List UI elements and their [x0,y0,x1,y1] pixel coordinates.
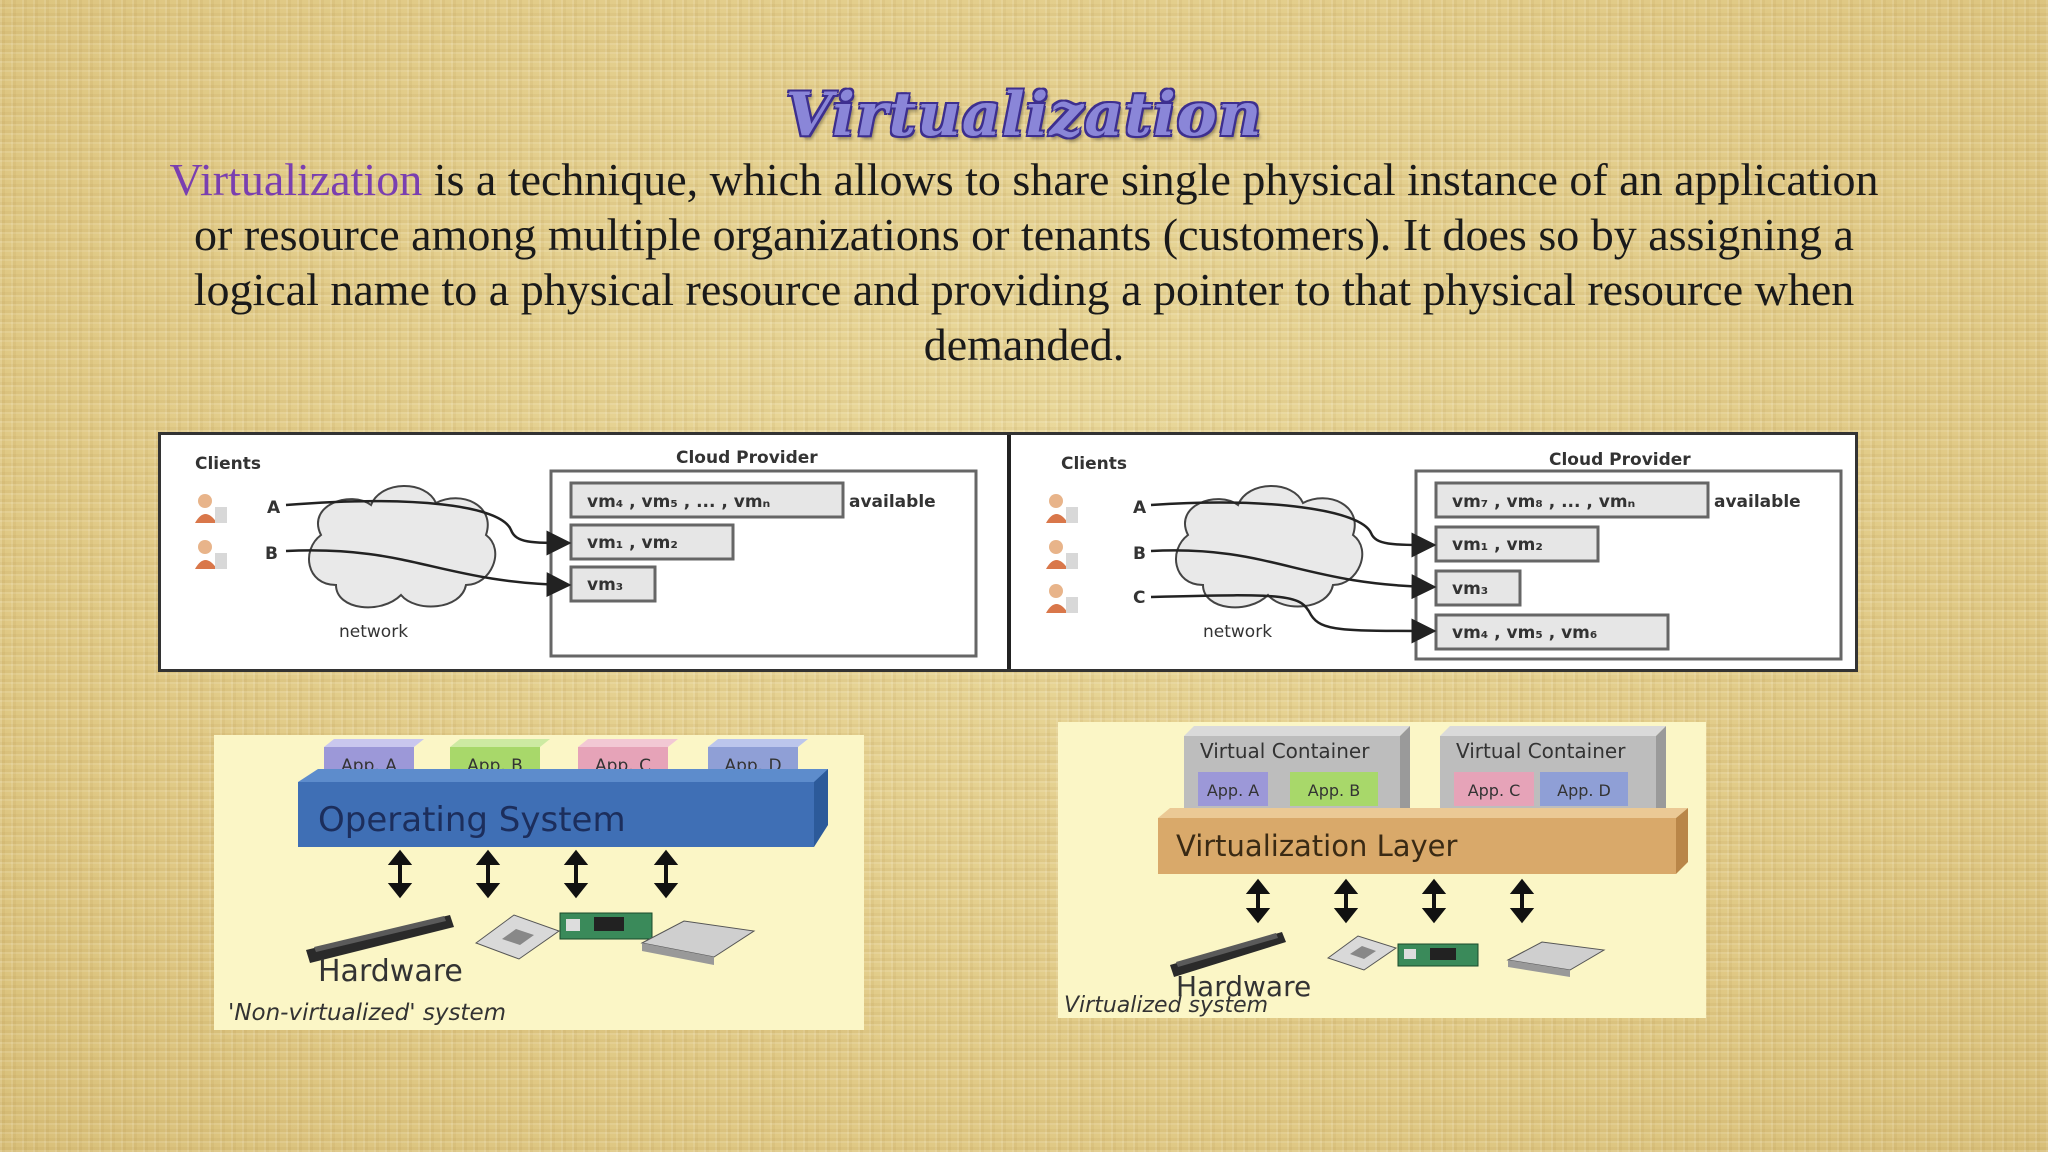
os-bar [298,782,814,847]
cloud-vm-svg: Clients Cloud Provider A B network vm₄ ,… [195,435,1843,669]
right-available-label: available [1714,492,1801,512]
left-arrow-a [285,499,572,556]
right-arrow-b [1150,549,1437,600]
right-provider-label: Cloud Provider [1549,450,1691,470]
right-vm-box-1-text: vm₁ , vm₂ [1452,535,1543,555]
left-vm-box-2 [569,565,657,603]
container-2-app-d [1540,772,1628,806]
hardware-label: Hardware [1176,970,1311,1003]
left-provider-label: Cloud Provider [676,448,818,468]
cpu-chip-icon [1326,935,1398,971]
container-1-label: Virtual Container [1200,739,1370,763]
container-1-app-a-label: App. A [1207,781,1259,800]
cloud-vm-diagram: Clients Cloud Provider A B network vm₄ ,… [158,432,1858,672]
container-2-app-c [1454,772,1534,806]
hard-drive-icon [1506,941,1606,977]
ram-stick-icon [1170,932,1286,977]
client-c-person-icon [1046,584,1078,613]
os-label: Operating System [318,800,626,840]
right-vm-available-text: vm₇ , vm₈ , ... , vmₙ [1452,492,1635,512]
right-arrow-a [1150,501,1437,558]
container-2-app-d-label: App. D [1557,781,1611,800]
right-arrow-c [1150,594,1437,644]
container-1-app-b [1290,772,1378,806]
left-client-a-label: A [267,498,281,518]
os-hardware-arrows [387,849,679,899]
layer-hardware-arrows [1245,878,1535,924]
container-2-app-c-label: App. C [1468,781,1521,800]
right-client-a-label: A [1133,498,1147,518]
left-vm-available-text: vm₄ , vm₅ , ... , vmₙ [587,492,770,512]
container-1-app-b-label: App. B [1308,781,1360,800]
virt-layer-top [1158,808,1688,818]
virtualized-svg: Virtual Container Virtual Container App.… [1064,726,1688,1018]
right-client-c-label: C [1133,588,1145,608]
right-vm-box-3-text: vm₄ , vm₅ , vm₆ [1452,623,1597,643]
virt-layer-side [1676,808,1688,874]
right-vm-box-2-text: vm₃ [1452,579,1488,599]
left-clients-label: Clients [195,454,261,474]
network-card-icon [559,912,653,940]
right-client-b-label: B [1133,544,1146,564]
description-paragraph: Virtualization is a technique, which all… [150,152,1898,372]
left-client-b-label: B [265,544,278,564]
virtualized-caption: Virtualized system [1064,993,1268,1018]
hardware-label: Hardware [318,954,463,989]
os-bar-side [814,769,828,847]
client-b-person-icon [1046,540,1078,569]
non-virtualized-panel: App. A App. B App. C App. D Operating Sy… [214,735,864,1030]
virtualized-panel: Virtual Container Virtual Container App.… [1058,722,1706,1018]
right-vm-available-box [1434,481,1710,519]
slide-title: Virtualization [785,80,1263,150]
left-available-label: available [849,492,936,512]
container-2-label: Virtual Container [1456,739,1626,763]
non-virtualized-caption: 'Non-virtualized' system [228,1000,506,1026]
network-card-icon [1397,943,1479,967]
left-vm-box-1-text: vm₁ , vm₂ [587,533,678,553]
right-clients-label: Clients [1061,454,1127,474]
left-network-cloud-icon [308,485,497,609]
description-text: is a technique, which allows to share si… [193,154,1879,370]
container-1-app-a [1198,772,1268,806]
non-virtualized-svg: App. A App. B App. C App. D Operating Sy… [228,739,828,1026]
cpu-chip-icon [474,914,561,960]
left-arrow-b [285,549,572,598]
left-vm-available-box [569,481,845,519]
client-a-person-icon [1046,494,1078,523]
right-network-label: network [1203,622,1272,642]
hard-drive-icon [640,920,756,965]
virtualization-layer-label: Virtualization Layer [1176,829,1458,863]
left-network-label: network [339,622,408,642]
client-b-person-icon [195,540,227,569]
client-a-person-icon [195,494,227,523]
keyword-virtualization: Virtualization [169,154,423,205]
ram-stick-icon [306,915,454,963]
os-bar-top [298,769,828,782]
left-vm-box-2-text: vm₃ [587,575,623,595]
virtualization-layer [1158,818,1676,874]
